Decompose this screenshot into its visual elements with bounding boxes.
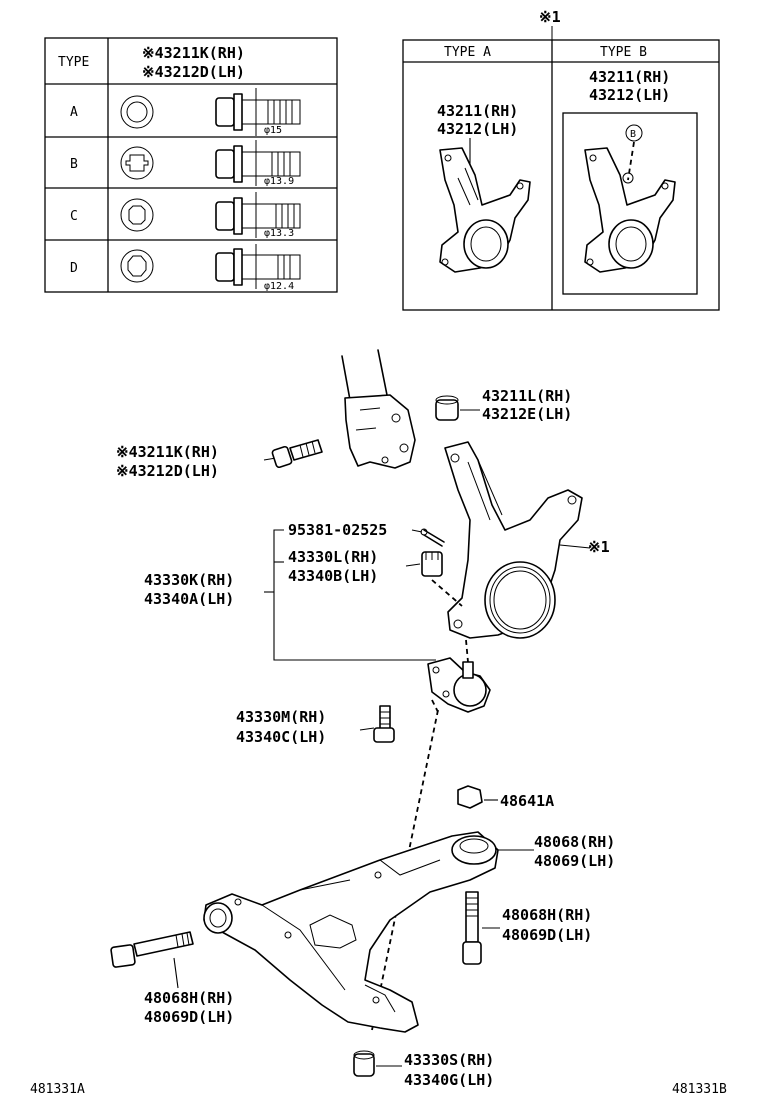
row-diameter: φ13.3 xyxy=(264,228,294,239)
variant-b-rh: 43211(RH) xyxy=(589,68,670,86)
bolt-head-end-view-icon xyxy=(120,198,154,232)
label-bj-bolt-rh: 43330M(RH) xyxy=(236,708,326,726)
row-type-label: D xyxy=(70,261,78,276)
flange-bolt-icon xyxy=(215,192,301,238)
cotter-pin-icon xyxy=(411,528,445,547)
type-table: TYPE ※43211K(RH) ※43212D(LH) A φ15 B xyxy=(44,37,338,293)
label-bj-bolt-lh: 43340C(LH) xyxy=(236,728,326,746)
label-nut-rh: 43211L(RH) xyxy=(482,387,572,405)
footer-left-code: 481331A xyxy=(30,1082,85,1097)
table-row: A φ15 xyxy=(70,88,301,136)
vertical-bolt-icon xyxy=(462,891,500,965)
table-header-part-rh: ※43211K(RH) xyxy=(142,44,245,62)
ball-joint-leader xyxy=(264,529,436,661)
label-arm-lh: 48069(LH) xyxy=(534,852,615,870)
strut-bracket-icon xyxy=(341,349,416,469)
variant-col-a: TYPE A xyxy=(444,45,491,60)
row-diameter: φ12.4 xyxy=(264,281,294,292)
lower-control-arm-icon xyxy=(203,831,499,1033)
variant-b-marker: B xyxy=(630,129,636,140)
table-row: D φ12.4 xyxy=(70,244,301,292)
ball-joint-bolt-icon xyxy=(359,705,395,743)
table-header-part-lh: ※43212D(LH) xyxy=(142,63,245,81)
bolt-head-end-view-icon xyxy=(120,146,154,180)
table-row: C φ13.3 xyxy=(70,192,301,239)
row-type-label: A xyxy=(70,105,78,120)
row-diameter: φ15 xyxy=(264,125,282,136)
label-bush-rh: 43330S(RH) xyxy=(404,1051,494,1069)
flange-bolt-icon xyxy=(215,140,301,186)
exploded-view: 43211L(RH) 43212E(LH) ※43211K(RH) ※43212… xyxy=(110,349,615,1089)
label-nut-lh: 43212E(LH) xyxy=(482,405,572,423)
variant-a-lh: 43212(LH) xyxy=(437,120,518,138)
label-castle-nut-lh: 43340B(LH) xyxy=(288,567,378,585)
label-cotter-pin: 95381-02525 xyxy=(288,521,387,539)
flange-bolt-icon xyxy=(215,88,301,136)
variant-b-lh: 43212(LH) xyxy=(589,86,670,104)
flange-bolt-icon xyxy=(215,244,301,289)
row-diameter: φ13.9 xyxy=(264,176,294,187)
horizontal-bolt-icon xyxy=(110,931,194,989)
row-type-label: C xyxy=(70,209,78,224)
hex-nut-icon xyxy=(457,785,498,809)
label-castle-nut-rh: 43330L(RH) xyxy=(288,548,378,566)
bolt-head-end-view-icon xyxy=(120,249,154,283)
label-arm-rh: 48068(RH) xyxy=(534,833,615,851)
label-vbolt-rh: 48068H(RH) xyxy=(502,906,592,924)
steering-knuckle-icon xyxy=(444,441,591,639)
variant-box: ※1 TYPE A TYPE B 43211(RH) 43212(LH) 432… xyxy=(402,8,720,311)
ball-joint-icon xyxy=(427,657,491,713)
footer-right-code: 481331B xyxy=(672,1082,727,1097)
label-ball-joint-rh: 43330K(RH) xyxy=(144,571,234,589)
row-type-label: B xyxy=(70,157,78,172)
flange-nut-icon xyxy=(435,395,480,421)
label-vbolt-lh: 48069D(LH) xyxy=(502,926,592,944)
castle-nut-icon xyxy=(405,551,443,577)
steering-knuckle-type-a-icon xyxy=(439,138,531,273)
bushing-icon xyxy=(353,1050,402,1077)
label-hbolt-lh: 48069D(LH) xyxy=(144,1008,234,1026)
label-bolt-rh: ※43211K(RH) xyxy=(116,443,219,461)
label-knuckle-ref: ※1 xyxy=(588,538,610,556)
label-hbolt-rh: 48068H(RH) xyxy=(144,989,234,1007)
variant-box-title: ※1 xyxy=(539,8,561,26)
label-ball-joint-lh: 43340A(LH) xyxy=(144,590,234,608)
label-bush-lh: 43340G(LH) xyxy=(404,1071,494,1089)
variant-col-b: TYPE B xyxy=(600,45,647,60)
steering-knuckle-type-b-icon: B xyxy=(584,124,676,273)
label-bolt-lh: ※43212D(LH) xyxy=(116,462,219,480)
bolt-head-end-view-icon xyxy=(120,95,154,129)
table-header-type: TYPE xyxy=(58,55,89,70)
table-row: B φ13.9 xyxy=(70,140,301,187)
label-arm-nut: 48641A xyxy=(500,792,554,810)
variant-a-rh: 43211(RH) xyxy=(437,102,518,120)
knuckle-bolt-icon xyxy=(263,439,323,469)
